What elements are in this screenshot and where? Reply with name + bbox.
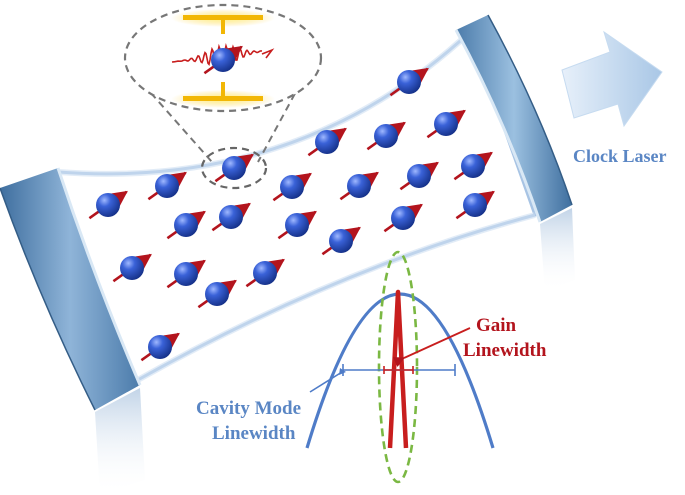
atom-icon: [366, 121, 406, 151]
cavity-mode-label-line1: Cavity Mode: [196, 398, 301, 419]
atom-icon: [166, 210, 206, 240]
trap-bar-bottom: [183, 96, 263, 101]
gain-label-line2: Linewidth: [463, 340, 547, 361]
atom-icon: [277, 210, 317, 240]
atom-icon: [307, 127, 347, 157]
gain-ellipse: [377, 250, 419, 484]
selected-atom-outline: [200, 146, 268, 190]
atom-icon: [383, 203, 423, 233]
atom-icon: [399, 161, 439, 191]
atom-icon: [211, 202, 251, 232]
atom-icon: [214, 153, 254, 183]
gain-curve: [387, 289, 409, 449]
linewidth-plot: [305, 250, 495, 484]
atom-icon: [203, 45, 243, 75]
atom-icon: [112, 253, 152, 283]
atom-icon: [245, 258, 285, 288]
output-arrow-icon: [561, 30, 663, 128]
atom-icon: [339, 171, 379, 201]
atom-icon: [88, 190, 128, 220]
atom-icon: [389, 67, 429, 97]
clock-laser-label: Clock Laser: [573, 146, 667, 166]
atom-icon: [197, 279, 237, 309]
zoom-callout: [123, 3, 323, 190]
trap-bar-top: [183, 15, 263, 20]
gain-label-line1: Gain: [476, 315, 517, 336]
mirror-icon: [454, 14, 575, 292]
cavity-pointer: [309, 371, 343, 393]
atom-ensemble: [88, 67, 495, 362]
atom-icon: [166, 259, 206, 289]
cavity-body: [55, 29, 537, 393]
atom-icon: [147, 171, 187, 201]
atom-icon: [321, 226, 361, 256]
cavity-mode-label-line2: Linewidth: [212, 423, 296, 444]
atom-icon: [140, 332, 180, 362]
mirror-icon: [0, 167, 145, 495]
atom-icon: [455, 190, 495, 220]
gain-pointer: [392, 327, 471, 367]
atom-icon: [426, 109, 466, 139]
atom-icon: [272, 172, 312, 202]
atom-icon: [453, 151, 493, 181]
